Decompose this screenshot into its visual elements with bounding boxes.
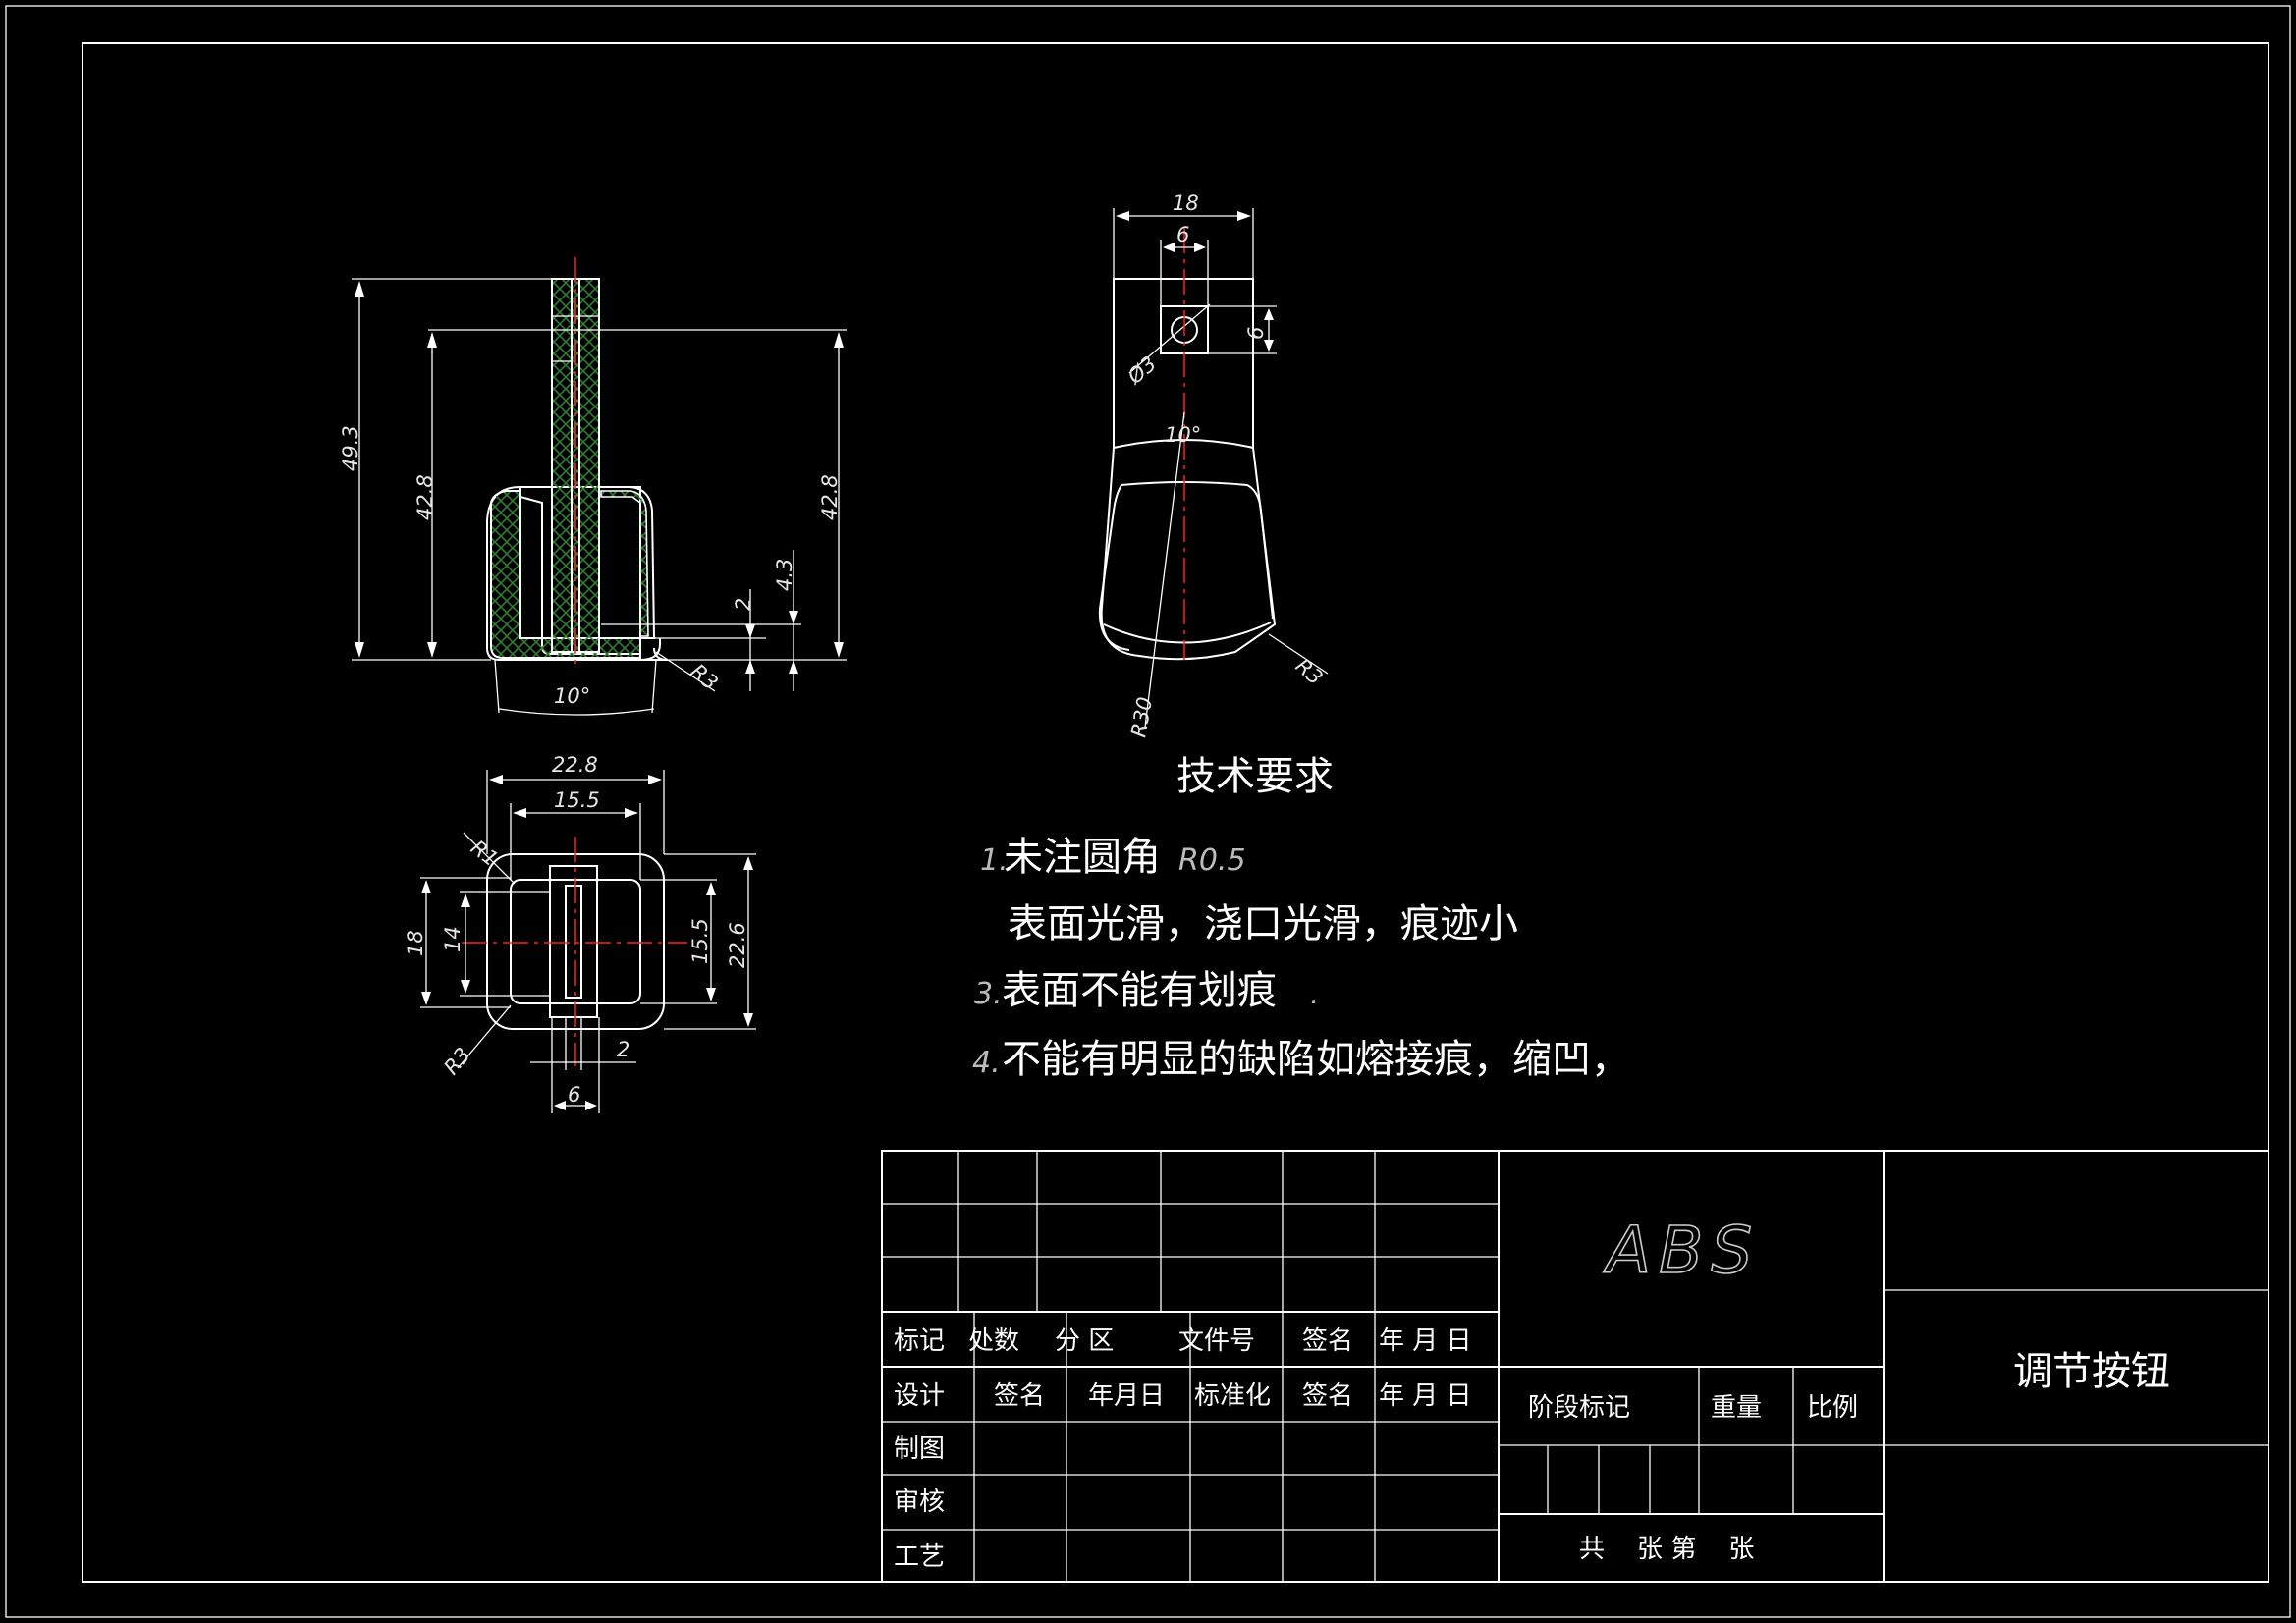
sheet-inner-border <box>82 42 2269 1583</box>
tech-item-1-suffix: R0.5 <box>1178 843 1246 878</box>
dim-corner-radius: R3 <box>686 659 723 694</box>
sign-header-date: 年月日 <box>1088 1381 1165 1411</box>
tech-item-4-text: 不能有明显的缺陷如熔接痕，缩凹， <box>1002 1037 1630 1082</box>
dim-side-hole: Ø3 <box>1122 352 1161 389</box>
tech-item-3-num: 3. <box>974 977 1003 1011</box>
dim-top-height-outer-left: 18 <box>404 930 427 956</box>
tech-item-2-text: 表面光滑，浇口光滑，痕迹小 <box>1008 901 1518 947</box>
dim-side-bottom-radius: R30 <box>1126 695 1157 739</box>
sheet-outer-border <box>5 5 2291 1618</box>
dim-side-width: 18 <box>1173 191 1199 215</box>
tech-item-3-text: 表面不能有划痕 <box>1002 968 1277 1013</box>
role-review: 审核 <box>894 1488 945 1517</box>
dim-top-inner-width: 15.5 <box>554 788 600 812</box>
dim-gap-b: 4.3 <box>773 559 796 591</box>
dim-top-stem: 6 <box>568 1083 580 1107</box>
rev-header-date: 年 月 日 <box>1379 1326 1472 1356</box>
stage-label: 阶段标记 <box>1528 1393 1630 1423</box>
sign-header-sign-2: 签名 <box>1302 1381 1353 1411</box>
dim-top-height-outer-right: 22.6 <box>726 922 749 968</box>
sign-header-design: 设计 <box>894 1381 945 1411</box>
rev-header-sign: 签名 <box>1302 1326 1353 1356</box>
front-view: 49.3 42.8 42.8 2 4.3 R3 10° <box>339 257 847 716</box>
scale-label: 比例 <box>1807 1393 1858 1423</box>
role-drafting: 制图 <box>894 1434 945 1464</box>
tech-requirements: 技术要求 1. 未注圆角 R0.5 表面光滑，浇口光滑，痕迹小 3. 表面不能有… <box>972 754 1630 1082</box>
rev-header-mark: 标记 <box>894 1326 945 1356</box>
dim-top-height-inner-left: 14 <box>441 926 465 952</box>
dim-side-corner-radius: R3 <box>1291 654 1328 690</box>
weight-label: 重量 <box>1711 1393 1762 1423</box>
dim-side-square: 6 <box>1176 223 1189 246</box>
tech-item-4-num: 4. <box>972 1046 1001 1080</box>
dim-top-outer-width: 22.8 <box>552 753 598 777</box>
dim-side-hole-offset: 6 <box>1244 327 1268 340</box>
rev-header-doc-no: 文件号 <box>1178 1326 1255 1356</box>
sign-header-sign: 签名 <box>994 1381 1045 1411</box>
top-view: 22.8 15.5 R1 18 14 15.5 22.6 R3 2 6 <box>404 753 756 1113</box>
sign-header-standard: 标准化 <box>1194 1381 1271 1411</box>
dim-top-height-inner-right: 15.5 <box>688 918 712 964</box>
dim-side-draft-angle: 10° <box>1165 423 1201 447</box>
sheet-count: 共 张 第 张 <box>1579 1535 1754 1564</box>
dim-overall-height: 49.3 <box>339 425 362 471</box>
title-block: 标记 处数 分 区 文件号 签名 年 月 日 设计 签名 年月日 标准化 签名 … <box>881 1150 2269 1583</box>
part-name: 调节按钮 <box>2013 1349 2170 1394</box>
dim-body-height-right: 42.8 <box>818 474 842 520</box>
tech-item-1-text: 未注圆角 <box>1004 835 1161 880</box>
dim-top-slot: 2 <box>617 1038 629 1061</box>
dim-body-height-left: 42.8 <box>413 474 437 520</box>
rev-header-count: 处数 <box>968 1326 1019 1356</box>
side-view: 18 6 Ø3 6 10° R30 R3 <box>1098 191 1329 739</box>
dim-draft-angle: 10° <box>554 684 590 708</box>
dim-gap-a: 2 <box>732 598 755 611</box>
sign-header-date-2: 年 月 日 <box>1379 1381 1472 1411</box>
rev-header-zone: 分 区 <box>1055 1326 1114 1356</box>
tech-item-1-num: 1. <box>980 843 1009 878</box>
role-process: 工艺 <box>894 1542 945 1572</box>
tech-item-3-suffix: . <box>1310 977 1320 1011</box>
material: ABS <box>1603 1213 1760 1288</box>
tech-title: 技术要求 <box>1176 754 1334 799</box>
dim-top-corner-radius: R3 <box>439 1043 474 1079</box>
